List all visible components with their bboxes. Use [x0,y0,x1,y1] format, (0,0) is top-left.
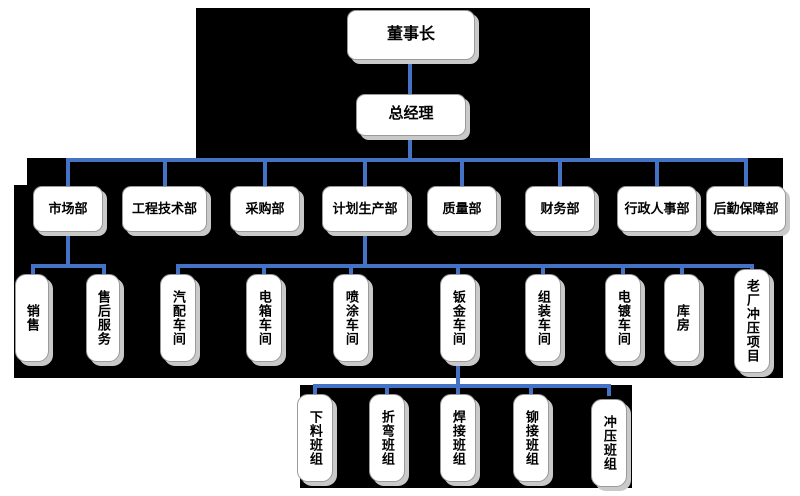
node-workshop-auto-parts-label: 汽配车间 [170,290,186,346]
node-workshop-assembly[interactable]: 组装车间 [525,274,561,362]
connector-drop-ws-5 [541,264,545,276]
node-department-logistics[interactable]: 后勤保障部 [706,186,786,232]
node-team-stamping[interactable]: 冲压班组 [591,399,627,487]
node-department-quality-label: 质量部 [442,201,482,217]
connector-drop-team-3 [456,384,460,396]
node-department-purchasing-label: 采购部 [245,201,285,217]
connector-drop-team-2 [385,384,389,396]
connector-department-bus [66,158,746,162]
connector-gm-bus [408,136,412,160]
connector-drop-sales [31,264,35,276]
node-chairman[interactable]: 董事长 [347,10,475,60]
node-old-plant-stamping-project[interactable]: 老厂冲压项目 [734,269,770,373]
connector-drop-dept-5 [460,158,464,186]
node-department-market[interactable]: 市场部 [33,186,103,232]
node-department-finance-label: 财务部 [540,201,580,217]
node-team-blanking-label: 下料班组 [307,410,323,466]
node-department-market-label: 市场部 [48,201,88,217]
connector-drop-dept-7 [655,158,659,186]
node-after-sales-service[interactable]: 售后服务 [86,274,120,362]
connector-drop-team-5 [607,384,611,396]
connector-drop-ws-4 [456,264,460,276]
connector-drop-dept-8 [744,158,748,186]
node-team-bending[interactable]: 折弯班组 [369,394,405,482]
connector-drop-ws-6 [621,264,625,276]
connector-production-down [363,232,367,266]
connector-workshop-bus [176,264,754,268]
node-team-welding[interactable]: 焊接班组 [440,394,476,482]
node-chairman-label: 董事长 [386,25,435,43]
connector-drop-ws-2 [262,264,266,276]
node-after-sales-service-label: 售后服务 [95,290,111,346]
node-workshop-sheet-metal[interactable]: 钣金车间 [440,274,476,362]
node-team-stamping-label: 冲压班组 [601,415,617,471]
node-department-admin-hr-label: 行政人事部 [624,201,690,217]
node-warehouse-label: 库房 [674,304,690,332]
node-sales[interactable]: 销售 [15,274,49,362]
node-department-purchasing[interactable]: 采购部 [230,186,300,232]
connector-drop-dept-4 [363,158,367,186]
node-department-quality[interactable]: 质量部 [427,186,497,232]
node-general-manager-label: 总经理 [388,106,434,123]
node-workshop-electroplating[interactable]: 电镀车间 [605,274,641,362]
node-workshop-auto-parts[interactable]: 汽配车间 [160,274,196,362]
connector-drop-ws-1 [176,264,180,276]
node-department-engineering-label: 工程技术部 [131,201,197,217]
node-department-planning-production[interactable]: 计划生产部 [322,186,408,232]
node-workshop-electroplating-label: 电镀车间 [615,290,631,346]
node-department-planning-production-label: 计划生产部 [332,201,398,217]
node-workshop-painting-label: 喷涂车间 [343,290,359,346]
node-general-manager[interactable]: 总经理 [356,94,466,136]
node-team-bending-label: 折弯班组 [379,410,395,466]
connector-drop-team-4 [529,384,533,396]
connector-drop-dept-2 [163,158,167,186]
node-workshop-assembly-label: 组装车间 [535,290,551,346]
connector-team-bus [313,384,611,388]
node-workshop-sheet-metal-label: 钣金车间 [450,290,466,346]
node-workshop-painting[interactable]: 喷涂车间 [333,274,369,362]
connector-drop-dept-1 [66,158,70,186]
node-sales-label: 销售 [24,304,40,332]
connector-drop-dept-6 [558,158,562,186]
connector-market-bus [31,264,106,268]
node-team-welding-label: 焊接班组 [450,410,466,466]
node-department-logistics-label: 后勤保障部 [713,201,779,217]
node-workshop-electrical-box-label: 电箱车间 [256,290,272,346]
connector-drop-dept-3 [263,158,267,186]
node-warehouse[interactable]: 库房 [664,274,700,362]
node-old-plant-stamping-project-label: 老厂冲压项目 [744,279,760,363]
connector-chairman-gm [408,58,412,98]
connector-drop-team-1 [313,384,317,396]
node-department-engineering[interactable]: 工程技术部 [122,186,207,232]
node-team-riveting[interactable]: 铆接班组 [513,394,549,482]
connector-drop-ws-7 [680,264,684,276]
connector-market-down [66,232,70,266]
node-team-blanking[interactable]: 下料班组 [297,394,333,482]
connector-drop-aftersales [102,264,106,276]
node-department-admin-hr[interactable]: 行政人事部 [617,186,697,232]
connector-sheetmetal-down [456,360,460,386]
connector-drop-ws-3 [349,264,353,276]
node-department-finance[interactable]: 财务部 [525,186,595,232]
node-team-riveting-label: 铆接班组 [523,410,539,466]
node-workshop-electrical-box[interactable]: 电箱车间 [246,274,282,362]
